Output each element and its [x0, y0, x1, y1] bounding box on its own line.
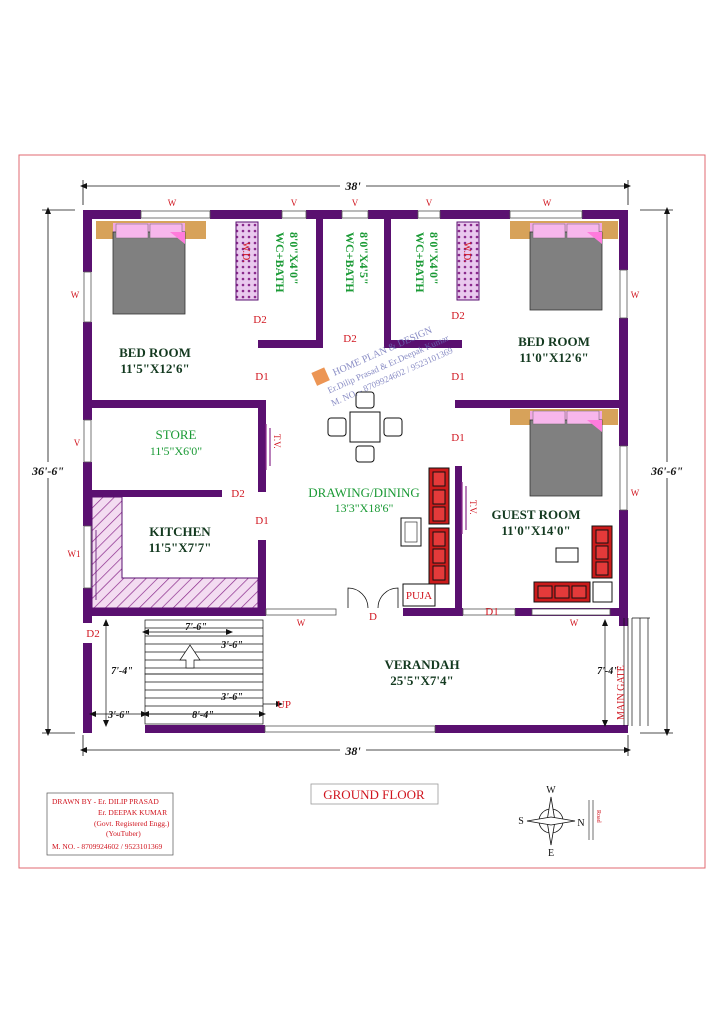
wardrobe-right: [456, 221, 480, 301]
guest-name: GUEST ROOM: [492, 507, 581, 522]
wc3-name: WC+BATH: [413, 232, 427, 293]
stair-dim-b: 3'-6": [220, 640, 243, 651]
credits-line-1: DRAWN BY - Er. DILIP PRASAD: [52, 797, 159, 806]
dining-table: [327, 391, 403, 463]
road-label: Road: [595, 810, 601, 823]
stair-dim-c: 7'-4": [111, 666, 133, 677]
walls: [83, 210, 628, 733]
top-width-label: 38': [344, 179, 361, 193]
main-door: [347, 587, 399, 609]
main-gate: [623, 617, 650, 726]
wc2-name: WC+BATH: [343, 232, 357, 293]
wardrobe-left: [235, 221, 259, 301]
verandah-size: 25'5"X7'4": [390, 673, 454, 688]
store-name: STORE: [156, 427, 197, 442]
tag-w-right-2: W: [631, 488, 640, 498]
bed1-size: 11'5"X12'6": [120, 361, 189, 376]
title-box: [310, 783, 439, 805]
tag-w-front-2: W: [570, 618, 579, 628]
puja-room: [402, 583, 436, 607]
kitchen-size: 11'5"X7'7": [149, 540, 212, 555]
wardrobe-right-label: W.D.: [461, 242, 472, 263]
tv-units: [265, 424, 467, 534]
tag-d2-store: D2: [231, 488, 244, 500]
tv-label-guest: T.V.: [468, 500, 478, 515]
tag-d1-kitchen: D1: [255, 515, 268, 527]
tag-w-right-1: W: [631, 290, 640, 300]
tag-v-top-1: V: [291, 198, 298, 208]
credits-line-2: Er. DEEPAK KUMAR: [98, 808, 167, 817]
tag-d1-bed2: D1: [451, 371, 464, 383]
guest-table: [555, 547, 579, 563]
left-height-label: 36'-6": [31, 464, 64, 478]
staircase: [144, 619, 283, 725]
stair-dimension-lines: [89, 619, 608, 727]
right-height-label: 36'-6": [650, 464, 683, 478]
bed1-name: BED ROOM: [119, 345, 191, 360]
bottom-width-label: 38': [344, 744, 361, 758]
bed2-name: BED ROOM: [518, 334, 590, 349]
tag-d-main: D: [369, 611, 377, 623]
tag-w-top-left: W: [168, 198, 177, 208]
tag-d1-guest: D1: [451, 432, 464, 444]
kitchen-name: KITCHEN: [149, 524, 211, 539]
credits-line-5: M. NO. - 8709924602 / 9523101369: [52, 842, 162, 851]
bed-guest: [510, 409, 618, 497]
stair-dim-a: 7'-6": [185, 622, 207, 633]
wc3-size: 8'0"X4'0": [427, 232, 441, 285]
wc1-name: WC+BATH: [273, 232, 287, 293]
tag-v-top-3: V: [426, 198, 433, 208]
tag-w-top-right: W: [543, 198, 552, 208]
sheet-border: [18, 154, 706, 869]
credits-line-4: (YouTuber): [106, 829, 141, 838]
tag-d2-verandah: D2: [86, 628, 99, 640]
guest-size: 11'0"X14'0": [501, 523, 570, 538]
wc1-size: 8'0"X4'0": [287, 232, 301, 285]
main-gate-label: MAIN GATE: [616, 665, 627, 720]
stair-dim-f: 8'-4": [192, 710, 214, 721]
tv-label-drawing: T.V.: [272, 434, 282, 449]
wc2-size: 8'0"X4'5": [357, 232, 371, 285]
compass-s: S: [518, 816, 524, 827]
stair-dim-e: 3'-6": [107, 710, 130, 721]
credits-line-3: (Govt. Registered Engg.): [94, 819, 170, 828]
kitchen-counter: [91, 496, 259, 609]
opening-tags: W V V V W W V W1 W W W W D2 D2 D2 D1 D1 …: [68, 198, 640, 711]
compass: W E S N Road: [518, 785, 601, 859]
center-table: [400, 517, 422, 547]
sofa-guest: [533, 525, 613, 603]
verandah-height-dim: 7'-4": [597, 666, 619, 677]
tag-d2-bed2: D2: [451, 310, 464, 322]
credits-box: [46, 792, 174, 856]
drawing-size: 13'3"X18'6": [335, 501, 394, 515]
tag-d1-guest-front: D1: [485, 606, 498, 618]
tag-d1-bed1: D1: [255, 371, 268, 383]
compass-e: E: [548, 848, 554, 859]
store-size: 11'5"X6'0": [150, 444, 202, 458]
tag-w-left-1: W: [71, 290, 80, 300]
drawing-title: GROUND FLOOR: [323, 787, 425, 802]
tag-w-front-1: W: [297, 618, 306, 628]
windows: [83, 210, 628, 733]
compass-n: N: [577, 818, 584, 829]
sofa-drawing: [428, 467, 450, 585]
bed2-size: 11'0"X12'6": [519, 350, 588, 365]
wardrobe-left-label: W.D.: [240, 242, 251, 263]
tag-v-left: V: [74, 438, 81, 448]
tag-v-top-2: V: [352, 198, 359, 208]
bed-right: [510, 221, 618, 311]
tag-d2-wc2: D2: [343, 333, 356, 345]
stair-dimensions: 7'-6" 3'-6" 7'-4" 3'-6" 3'-6" 8'-4" 7'-4…: [107, 622, 619, 721]
drawing-name: DRAWING/DINING: [308, 485, 420, 500]
tag-d2-bed1: D2: [253, 314, 266, 326]
tag-w1-left: W1: [68, 549, 81, 559]
tag-up: UP: [277, 699, 291, 711]
bed-left: [96, 221, 206, 315]
compass-w: W: [546, 785, 556, 796]
verandah-name: VERANDAH: [384, 657, 459, 672]
stair-dim-d: 3'-6": [220, 692, 243, 703]
puja-label: PUJA: [406, 590, 432, 602]
